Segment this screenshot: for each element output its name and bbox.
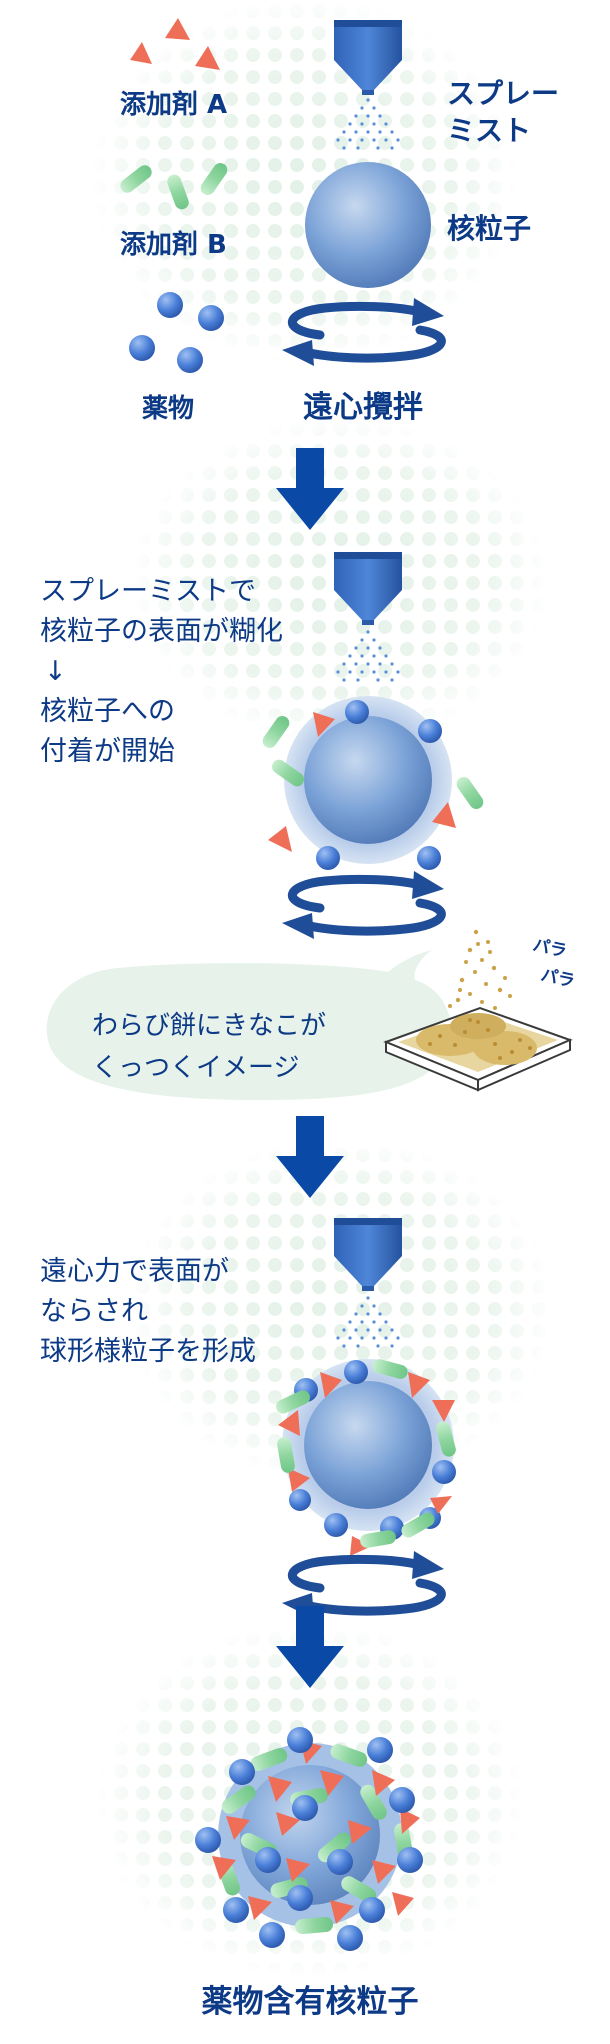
rotation-arrowheads (282, 871, 444, 939)
onomatopoeia-para-1: パラ (531, 935, 568, 962)
spray-nozzle-icon (334, 1218, 402, 1291)
stage-4: 薬物含有核粒子 (195, 1727, 423, 2020)
label-core-particle: 核粒子 (447, 212, 531, 245)
spray-nozzle-icon (334, 20, 402, 95)
stage-3: 遠心力で表面が ならされ 球形様粒子を形成 (40, 1218, 456, 1619)
label-drug-containing-core-particle: 薬物含有核粒子 (202, 1984, 419, 2020)
label-drug: 薬物 (142, 394, 194, 424)
rotation-arrow-icon (288, 1554, 446, 1616)
down-arrow-icon (276, 1606, 344, 1688)
onomatopoeia-para-2: パラ (539, 965, 576, 992)
stage-1: 添加剤 A 添加剤 B 薬物 スプレー ミスト 核粒子 遠心攪拌 (120, 18, 559, 425)
kinako-powder-falling (448, 929, 512, 1010)
stage2-text-line3: ↓ (44, 656, 67, 687)
core-particle (304, 1381, 432, 1509)
additive-a-particles (130, 18, 220, 70)
speech-bubble: わらび餅にきなこが くっつくイメージ (46, 950, 451, 1100)
stage2-text-line4: 核粒子への (40, 696, 175, 727)
stage3-text-line2: ならされ (40, 1296, 148, 1327)
label-spray-line2: ミスト (447, 114, 531, 147)
stage2-text-line1: スプレーミストで (40, 576, 256, 607)
down-arrow-icon (276, 1116, 344, 1198)
drug-particles (129, 292, 224, 373)
stage3-text-line3: 球形様粒子を形成 (40, 1336, 256, 1367)
bubble-text-line1: わらび餅にきなこが (92, 1011, 326, 1041)
stage3-text-line1: 遠心力で表面が (40, 1256, 229, 1287)
warabi-mochi-plate-illustration: パラ パラ (383, 929, 576, 1092)
rotation-arrow-icon (288, 874, 446, 936)
rotation-arrow-icon (288, 301, 446, 363)
label-additive-a: 添加剤 A (120, 89, 227, 120)
label-additive-b: 添加剤 B (120, 229, 227, 260)
stage2-text-line5: 付着が開始 (40, 736, 175, 767)
core-particle (304, 716, 432, 844)
label-centrifugal-stirring: 遠心攪拌 (303, 390, 423, 425)
dense-coating-particles (195, 1727, 423, 1951)
additive-b-particles (120, 162, 228, 210)
spray-nozzle-icon (334, 552, 402, 625)
coated-particles (276, 1359, 456, 1556)
down-arrow-icon (276, 448, 344, 530)
bubble-text-line2: くっつくイメージ (92, 1053, 299, 1083)
stage2-text-line2: 核粒子の表面が糊化 (40, 616, 283, 647)
rotation-arrowheads (282, 298, 444, 366)
core-particle (305, 162, 431, 288)
stage-2: スプレーミストで 核粒子の表面が糊化 ↓ 核粒子への 付着が開始 (40, 552, 484, 939)
label-spray-line1: スプレー (447, 77, 559, 110)
adhering-particles (262, 700, 484, 870)
